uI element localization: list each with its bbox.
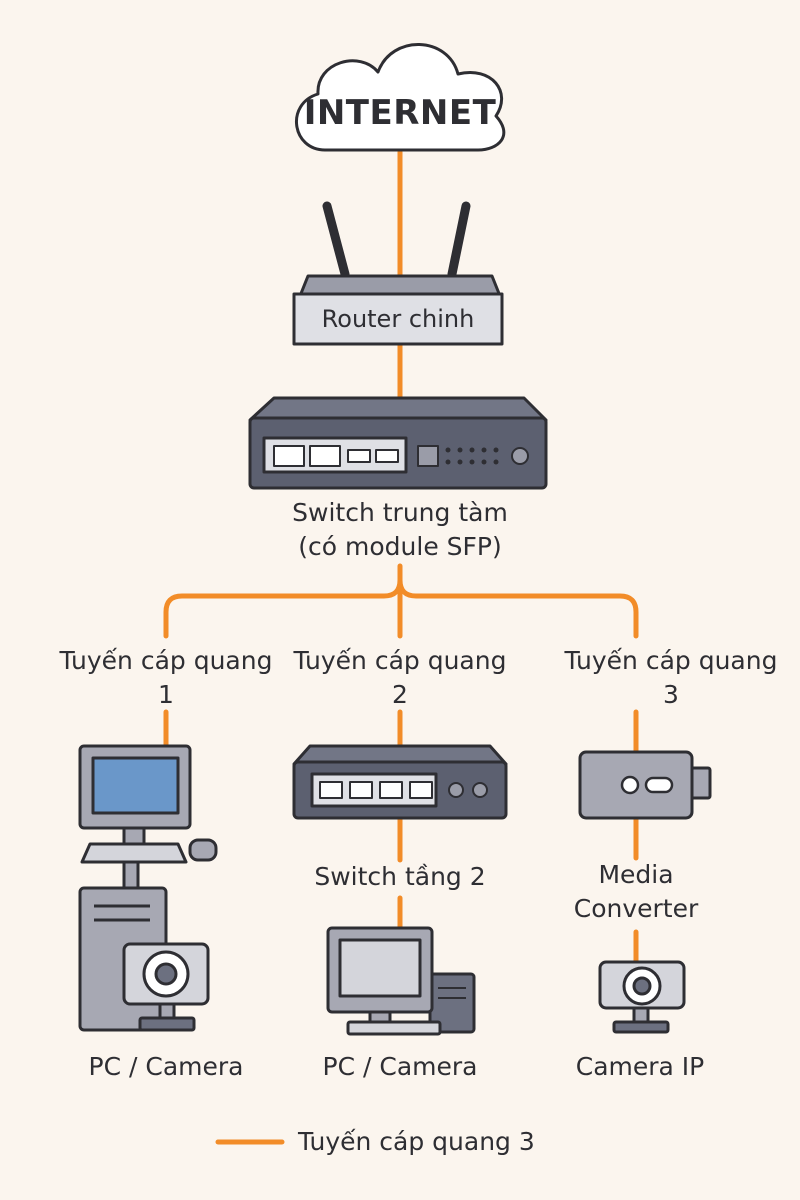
branch-2-label-line2: 2 — [392, 680, 408, 709]
branch-3-device-label: Camera IP — [575, 1052, 705, 1081]
pc-icon-2 — [326, 926, 476, 1036]
media-converter-label-line1: Media — [598, 860, 674, 889]
branch-2-label-line1: Tuyến cáp quang — [293, 646, 507, 675]
media-converter-label: Media Converter — [536, 858, 736, 926]
branch-1-label: Tuyến cáp quang 1 — [36, 644, 296, 712]
link-branch-3 — [397, 577, 639, 639]
branch-3-label-line1: Tuyến cáp quang — [564, 646, 778, 675]
branch-2-label: Tuyến cáp quang 2 — [270, 644, 530, 712]
core-switch-label-line1: Switch trung tàm — [292, 498, 508, 527]
media-converter-label-line2: Converter — [573, 894, 699, 923]
pc-camera-icon-1 — [78, 744, 218, 1032]
branch-2-device-label: PC / Camera — [322, 1052, 478, 1081]
floor-switch-label: Switch tầng 2 — [314, 862, 486, 891]
branch-1-label-line2: 1 — [158, 680, 174, 709]
router-label: Router chinh — [321, 305, 475, 333]
legend-label: Tuyến cáp quang 3 — [298, 1127, 535, 1156]
core-switch-icon — [248, 396, 548, 490]
link-branch-1 — [163, 577, 403, 639]
floor-switch-icon — [292, 744, 508, 820]
branch-1-label-line1: Tuyến cáp quang — [59, 646, 273, 675]
branch-3-label-line2: 3 — [663, 680, 679, 709]
core-switch-label: Switch trung tàm (có module SFP) — [250, 496, 550, 564]
ip-camera-icon — [598, 960, 686, 1034]
branch-1-device-label: PC / Camera — [88, 1052, 244, 1081]
branch-3-label: Tuyến cáp quang 3 — [548, 644, 794, 712]
router-icon — [292, 201, 504, 346]
fiber-links — [163, 149, 639, 1145]
core-switch-label-line2: (có module SFP) — [298, 532, 502, 561]
internet-label: INTERNET — [303, 93, 497, 133]
media-converter-icon — [578, 750, 712, 820]
cloud-icon — [294, 43, 506, 152]
